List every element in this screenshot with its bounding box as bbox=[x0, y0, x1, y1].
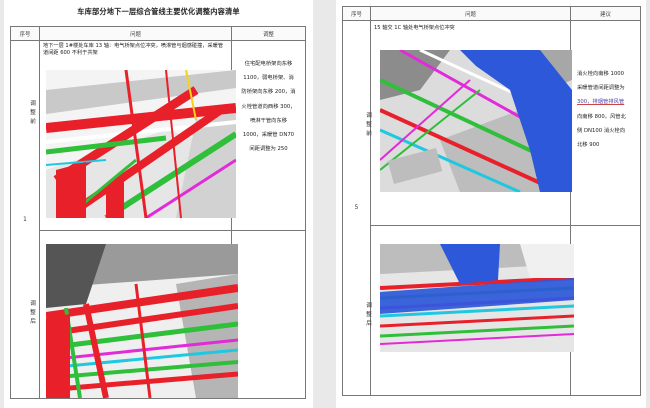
adjust-line: 1000，采暖管 DN70 bbox=[242, 132, 295, 139]
advice-line: 消火栓向南移 1000 bbox=[577, 71, 624, 77]
advice-line: 300，排烟管排风管 bbox=[577, 99, 625, 106]
advice-cell-after bbox=[570, 225, 641, 396]
adjust-line: 住宅配电桥架向东移 bbox=[244, 61, 293, 67]
bim-render-before bbox=[380, 50, 572, 192]
right-document-page: 序号 问题 建议 5 15 轴交 1C 轴处电气桥架点位冲突 消火栓向南移 10… bbox=[336, 0, 646, 408]
phase-char: 整 bbox=[366, 312, 372, 318]
header-no: 序号 bbox=[10, 26, 40, 41]
header-no: 序号 bbox=[342, 6, 371, 21]
advice-line: 采暖管道间距调整为 bbox=[577, 85, 625, 92]
adjust-line: 间距调整为 250 bbox=[249, 146, 288, 153]
bim-render-before bbox=[46, 70, 236, 218]
left-document-page: 车库部分地下一层综合管线主要优化调整内容清单 序号 问题 调整 1 地下一层 1… bbox=[4, 0, 313, 408]
advice-line: 北移 900 bbox=[577, 142, 600, 149]
header-issue: 问题 bbox=[370, 6, 571, 21]
adjust-line: 喷淋干管向东移 bbox=[249, 117, 288, 124]
phase-label-before: 调 整 前 bbox=[362, 112, 376, 139]
issue-text: 15 轴交 1C 轴处电气桥架点位冲突 bbox=[374, 25, 455, 31]
phase-char: 整 bbox=[30, 110, 36, 116]
phase-label-before: 调 整 前 bbox=[26, 100, 40, 127]
advice-line: 侧 DN100 消火栓向 bbox=[577, 127, 626, 134]
adjust-line: 火栓管道向西移 300， bbox=[241, 103, 296, 110]
phase-char: 后 bbox=[30, 319, 36, 325]
phase-label-after: 调 整 后 bbox=[362, 302, 376, 329]
phase-char: 整 bbox=[366, 122, 372, 128]
row-number: 1 bbox=[10, 40, 40, 399]
phase-char: 前 bbox=[30, 119, 36, 125]
bim-render-after bbox=[46, 244, 238, 398]
row-number: 5 bbox=[342, 20, 371, 396]
phase-char: 整 bbox=[30, 310, 36, 316]
issue-description: 地下一层 1#楼处车库 13 轴：电气桥架点位冲突，喷淋管与烟感碰撞，采暖管道间… bbox=[43, 43, 224, 56]
document-title: 车库部分地下一层综合管线主要优化调整内容清单 bbox=[77, 7, 240, 16]
phase-char: 后 bbox=[366, 321, 372, 327]
header-advice: 建议 bbox=[570, 6, 641, 21]
issue-text: 地下一层 1#楼处车库 13 轴：电气桥架点位冲突，喷淋管与烟感碰撞，采暖管道间… bbox=[40, 41, 231, 57]
phase-char: 调 bbox=[30, 301, 36, 307]
adjust-cell-after bbox=[231, 230, 306, 399]
adjust-cell: 住宅配电桥架向东移 1100，弱电桥架、消 防桥架向东移 200，消 火栓管道向… bbox=[231, 40, 306, 231]
phase-label-after: 调 整 后 bbox=[26, 300, 40, 327]
header-adjust: 调整 bbox=[231, 26, 306, 41]
advice-line: 向南移 800，风管北 bbox=[577, 113, 626, 120]
advice-cell: 消火栓向南移 1000 采暖管道间距调整为 300，排烟管排风管 向南移 800… bbox=[570, 20, 641, 226]
bim-render-after bbox=[380, 244, 574, 352]
header-issue: 问题 bbox=[39, 26, 232, 41]
phase-char: 前 bbox=[366, 131, 372, 137]
adjust-line: 1100，弱电桥架、消 bbox=[243, 75, 294, 82]
adjust-line: 防桥架向东移 200，消 bbox=[241, 89, 296, 96]
phase-char: 调 bbox=[30, 101, 36, 107]
phase-char: 调 bbox=[366, 113, 372, 119]
phase-char: 调 bbox=[366, 303, 372, 309]
